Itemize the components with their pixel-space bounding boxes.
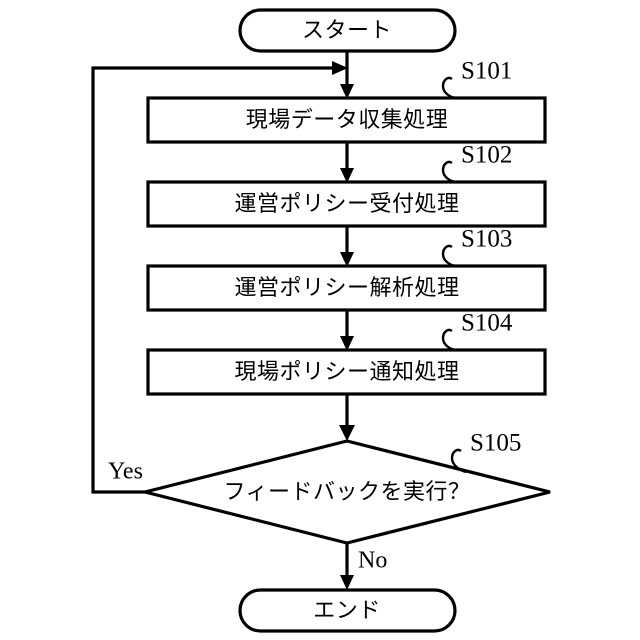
arrowhead-down-s105 xyxy=(339,425,355,441)
process-text-s101: 現場データ収集処理 xyxy=(246,107,449,132)
branch-label-yes: Yes xyxy=(108,459,143,485)
node-s102[interactable]: 運営ポリシー受付処理 xyxy=(146,180,547,228)
process-text-s102: 運営ポリシー受付処理 xyxy=(234,191,459,216)
connector-s105-to-end xyxy=(340,543,354,590)
process-box-s103 xyxy=(146,264,547,312)
step-label-s105: S105 xyxy=(470,430,521,457)
step-leader-s102 xyxy=(441,160,545,184)
arrowhead-down-end xyxy=(340,575,354,590)
step-label-s101: S101 xyxy=(461,58,512,85)
step-leader-s104 xyxy=(441,328,545,352)
arrowhead-down-s103 xyxy=(340,252,354,267)
step-leader-s101 xyxy=(441,76,545,100)
connector-start-to-s101 xyxy=(340,51,354,99)
node-start[interactable]: スタート xyxy=(238,8,457,53)
process-box-s102 xyxy=(146,180,547,228)
arrowhead-down-s101 xyxy=(340,84,354,99)
node-s103[interactable]: 運営ポリシー解析処理 xyxy=(146,264,547,312)
node-end[interactable]: エンド xyxy=(238,588,457,633)
step-label-s103: S103 xyxy=(461,226,512,253)
branch-label-no: No xyxy=(358,548,387,574)
step-leader-s105 xyxy=(450,448,467,474)
process-box-s104 xyxy=(146,348,547,396)
connector-s103-to-s104 xyxy=(340,310,354,351)
connector-s104-to-s105 xyxy=(339,394,355,441)
arrowhead-down-s104 xyxy=(340,336,354,351)
end-terminal-shape xyxy=(238,588,457,633)
arrowhead-right-feedback xyxy=(332,61,348,75)
process-text-s103: 運営ポリシー解析処理 xyxy=(234,275,459,300)
process-text-s104: 現場ポリシー通知処理 xyxy=(234,359,459,384)
end-terminal-label: エンド xyxy=(313,597,381,622)
decision-text-s105: フィードバックを実行？ xyxy=(223,479,470,504)
node-s105-decision[interactable]: フィードバックを実行？ xyxy=(144,439,551,545)
arrowhead-down-s102 xyxy=(340,168,354,183)
node-s101[interactable]: 現場データ収集処理 xyxy=(146,96,547,144)
step-label-s102: S102 xyxy=(461,142,512,169)
connector-s101-to-s102 xyxy=(340,142,354,183)
step-leader-s103 xyxy=(441,244,545,268)
connector-s102-to-s103 xyxy=(340,226,354,267)
start-terminal-label: スタート xyxy=(302,17,392,42)
step-label-s104: S104 xyxy=(461,310,513,337)
node-s104[interactable]: 現場ポリシー通知処理 xyxy=(146,348,547,396)
